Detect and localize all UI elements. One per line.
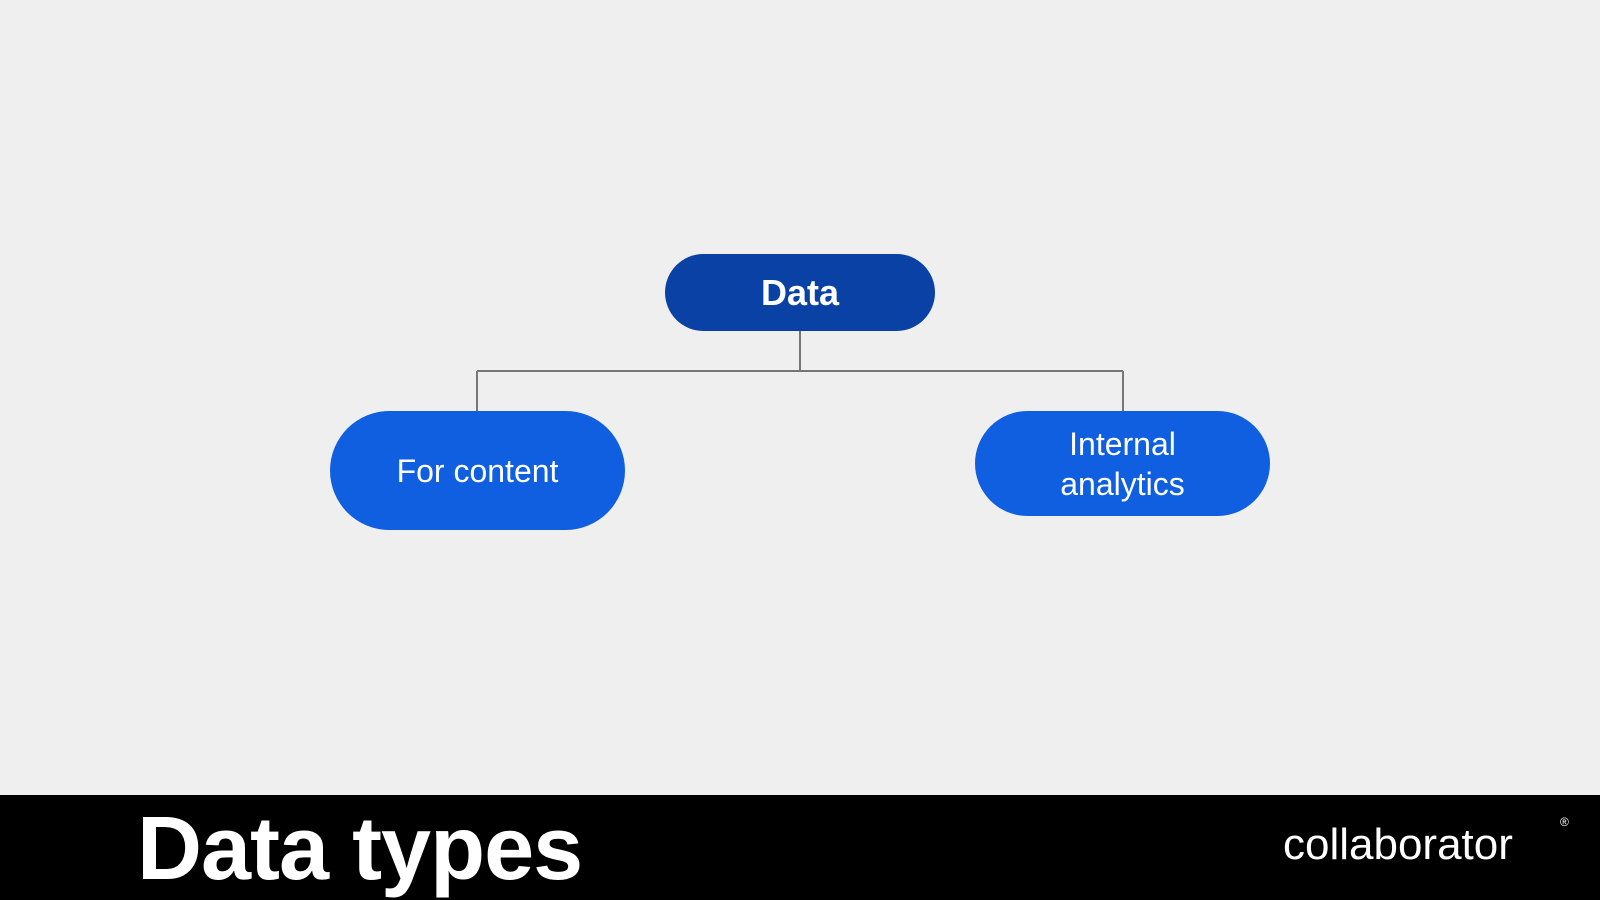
child-node-label: Internal analytics [1060, 425, 1185, 502]
child-node-for-content: For content [330, 411, 625, 530]
child-node-label: For content [396, 452, 559, 489]
registered-mark: ® [1560, 815, 1569, 829]
footer-bar: Data types collaborator ® [0, 795, 1600, 900]
slide-title: Data types [137, 799, 583, 899]
root-node-data: Data [665, 254, 935, 331]
collaborator-logo: collaborator [1283, 820, 1513, 869]
child-node-internal-analytics: Internal analytics [975, 411, 1270, 516]
root-node-label: Data [760, 271, 840, 313]
